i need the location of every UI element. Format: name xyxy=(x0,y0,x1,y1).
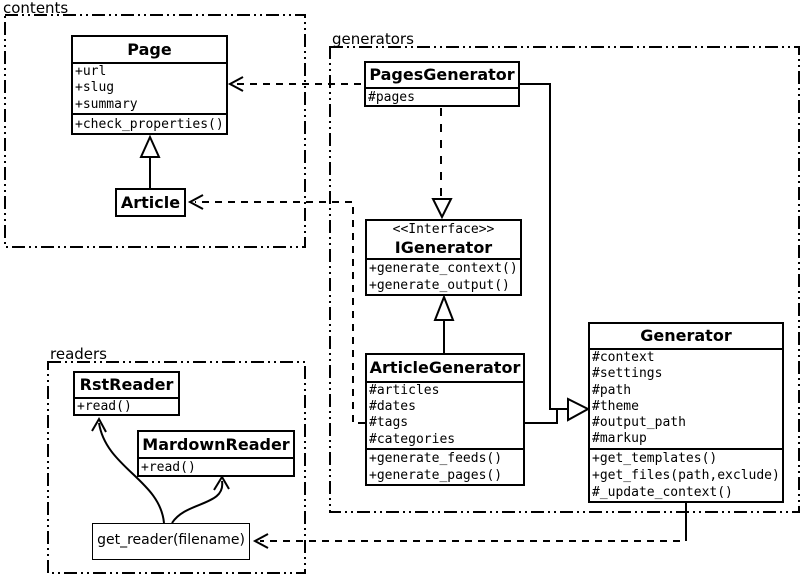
class-article-name: Article xyxy=(120,193,181,212)
articlegenerator-to-article-dependency xyxy=(187,194,365,424)
attribute: +slug xyxy=(75,80,115,96)
class-articlegenerator-name: ArticleGenerator xyxy=(369,358,521,377)
readers-package-border xyxy=(47,361,306,574)
method: +read() xyxy=(77,399,132,414)
method: +generate_context() xyxy=(369,261,518,276)
class-article: Article xyxy=(115,188,186,217)
article-to-page-generalization xyxy=(139,134,161,188)
contents-package-label: contents xyxy=(3,0,69,17)
getreader-to-mardownreader-arrow xyxy=(171,475,230,524)
class-generator-name: Generator xyxy=(640,326,732,345)
attribute: #context xyxy=(592,350,655,365)
class-igenerator-methods: +generate_context() +generate_output() xyxy=(367,258,520,294)
class-igenerator: <<Interface>> IGenerator +generate_conte… xyxy=(365,219,522,296)
attribute: #settings xyxy=(592,366,663,382)
class-page-methods: +check_properties() xyxy=(73,113,226,133)
class-page-attributes: +url +slug +summary xyxy=(73,62,226,113)
class-articlegenerator-methods: +generate_feeds() +generate_pages() xyxy=(367,448,523,484)
generators-to-generator-generalization xyxy=(519,83,591,424)
attribute: +summary xyxy=(75,96,138,112)
class-igenerator-stereotype: <<Interface>> xyxy=(392,222,495,237)
generators-package-label: generators xyxy=(332,30,414,48)
attribute: #path xyxy=(592,382,632,398)
class-generator-methods: +get_templates() +get_files(path,exclude… xyxy=(590,448,782,501)
getreader-function-box: get_reader(filename) xyxy=(92,523,250,560)
attribute: #tags xyxy=(369,415,409,431)
class-rstreader: RstReader +read() xyxy=(73,371,180,416)
class-generator: Generator #context #settings #path #them… xyxy=(588,322,784,503)
articlegenerator-to-igenerator-generalization xyxy=(433,294,455,353)
class-igenerator-name: IGenerator xyxy=(394,238,493,257)
method: +generate_pages() xyxy=(369,468,503,483)
class-pagesgenerator: PagesGenerator #pages xyxy=(364,61,520,107)
contents-package-border xyxy=(4,14,306,248)
generators-package-border xyxy=(329,46,800,513)
attribute: #markup xyxy=(592,431,647,447)
class-generator-attributes: #context #settings #path #theme #output_… xyxy=(590,348,782,448)
method: +get_files(path,exclude) xyxy=(592,468,780,483)
attribute: #pages xyxy=(368,90,415,105)
class-mardownreader: MardownReader +read() xyxy=(137,430,295,477)
readers-package-label: readers xyxy=(50,345,107,363)
class-articlegenerator: ArticleGenerator #articles #dates #tags … xyxy=(365,353,525,486)
class-pagesgenerator-name: PagesGenerator xyxy=(369,65,515,84)
attribute: #categories xyxy=(369,431,456,447)
attribute: #output_path xyxy=(592,415,686,431)
class-mardownreader-name: MardownReader xyxy=(142,435,290,454)
attribute: #dates xyxy=(369,399,416,415)
pagesgenerator-to-page-dependency xyxy=(227,76,364,92)
method: +get_templates() xyxy=(592,451,718,466)
attribute: +url xyxy=(75,64,107,79)
class-rstreader-name: RstReader xyxy=(79,375,174,394)
class-igenerator-header: <<Interface>> IGenerator xyxy=(367,221,520,258)
class-page-name: Page xyxy=(127,40,172,59)
class-articlegenerator-attributes: #articles #dates #tags #categories xyxy=(367,381,523,448)
method: +check_properties() xyxy=(75,117,224,132)
method: +generate_output() xyxy=(369,278,510,293)
method: +read() xyxy=(141,460,196,475)
method: #_update_context() xyxy=(592,485,733,500)
attribute: #articles xyxy=(369,383,440,398)
class-page: Page +url +slug +summary +check_properti… xyxy=(71,35,228,135)
method: +generate_feeds() xyxy=(369,451,503,466)
attribute: #theme xyxy=(592,398,639,414)
class-rstreader-methods: +read() xyxy=(75,397,178,414)
class-pagesgenerator-attributes: #pages xyxy=(366,87,518,105)
class-mardownreader-methods: +read() xyxy=(139,457,293,475)
pagesgenerator-to-igenerator-realization xyxy=(431,108,453,220)
getreader-to-rstreader-arrow xyxy=(91,416,165,524)
generator-to-getreader-dependency xyxy=(252,502,687,549)
